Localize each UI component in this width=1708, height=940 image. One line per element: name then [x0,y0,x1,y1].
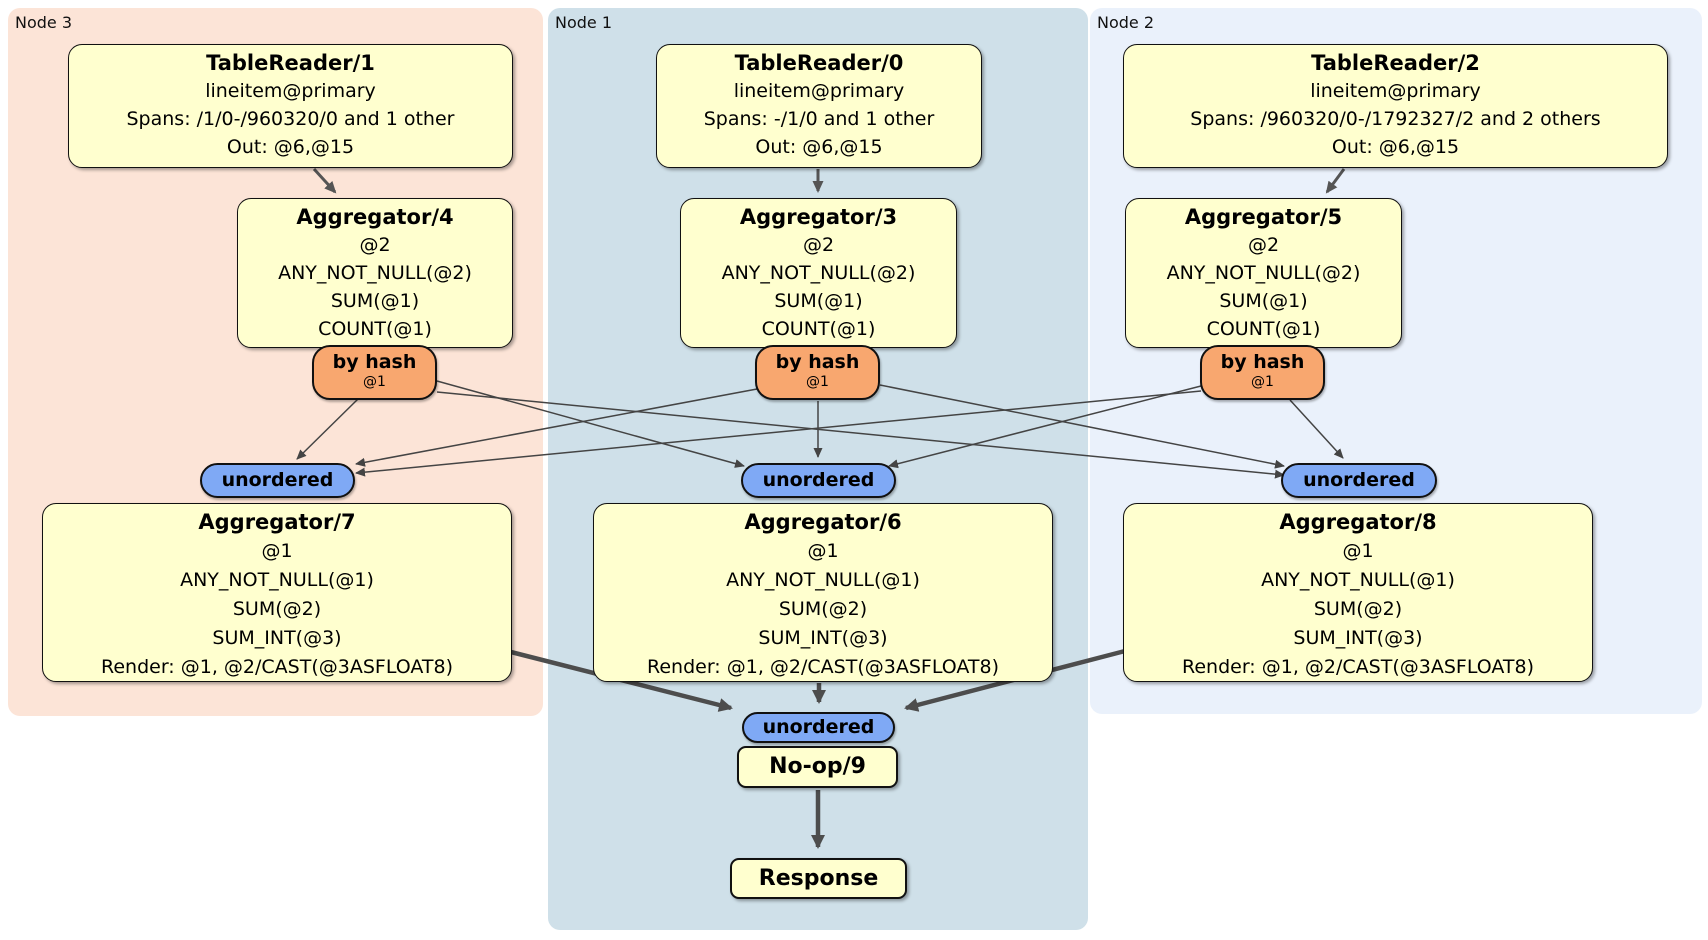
processor-detail: Out: @6,@15 [226,136,355,158]
processor-title: No-op/9 [769,754,866,779]
processor-aggregator-4: Aggregator/4 @2 ANY_NOT_NULL(@2) SUM(@1)… [237,198,513,348]
processor-detail: lineitem@primary [205,80,376,102]
processor-title: Aggregator/6 [744,510,902,534]
sync-label: unordered [221,469,334,491]
processor-tablereader-0: TableReader/0 lineitem@primary Spans: -/… [656,44,982,168]
processor-title: Response [758,866,879,891]
response-box: Response [730,858,907,899]
router-byhash-node1: by hash @1 [755,345,880,400]
processor-detail: Render: @1, @2/CAST(@3ASFLOAT8) [101,656,453,678]
sync-unordered-node3: unordered [200,463,355,498]
processor-title: TableReader/2 [1311,51,1480,75]
node2-label: Node 2 [1097,13,1155,32]
processor-detail: ANY_NOT_NULL(@2) [1166,262,1361,284]
sync-unordered-node1: unordered [741,463,896,498]
processor-aggregator-6: Aggregator/6 @1 ANY_NOT_NULL(@1) SUM(@2)… [593,503,1053,682]
processor-detail: ANY_NOT_NULL(@1) [726,569,920,591]
processor-detail: Out: @6,@15 [755,136,883,158]
processor-detail: Out: @6,@15 [1331,136,1460,158]
sync-label: unordered [1303,469,1415,491]
processor-title: TableReader/0 [734,51,904,75]
router-key: @1 [363,374,386,390]
processor-detail: ANY_NOT_NULL(@2) [721,262,916,284]
processor-detail: COUNT(@1) [1206,318,1321,340]
processor-detail: @1 [1342,540,1374,562]
processor-detail: @2 [359,234,391,256]
processor-aggregator-8: Aggregator/8 @1 ANY_NOT_NULL(@1) SUM(@2)… [1123,503,1593,682]
processor-aggregator-7: Aggregator/7 @1 ANY_NOT_NULL(@1) SUM(@2)… [42,503,512,682]
processor-title: Aggregator/3 [739,205,898,229]
processor-detail: @2 [1247,234,1280,256]
processor-detail: @2 [802,234,835,256]
router-byhash-node3: by hash @1 [312,345,437,400]
processor-detail: SUM(@2) [1313,598,1403,620]
processor-detail: Render: @1, @2/CAST(@3ASFLOAT8) [1182,656,1534,678]
processor-tablereader-2: TableReader/2 lineitem@primary Spans: /9… [1123,44,1668,168]
router-key: @1 [806,374,829,390]
node1-label: Node 1 [555,13,613,32]
processor-detail: @1 [261,540,293,562]
sync-label: unordered [762,469,875,491]
processor-detail: SUM(@1) [330,290,420,312]
processor-detail: SUM_INT(@3) [212,627,342,649]
router-label: by hash [332,351,417,373]
processor-detail: Spans: /1/0-/960320/0 and 1 other [126,108,455,130]
processor-detail: COUNT(@1) [761,318,876,340]
processor-title: Aggregator/5 [1184,205,1343,229]
router-label: by hash [775,351,860,373]
processor-detail: SUM(@1) [774,290,863,312]
router-label: by hash [1220,351,1305,373]
processor-detail: lineitem@primary [1310,80,1481,102]
processor-detail: SUM(@1) [1219,290,1308,312]
processor-detail: SUM_INT(@3) [1293,627,1423,649]
processor-noop-9: No-op/9 [737,746,898,788]
node3-label: Node 3 [15,13,73,32]
processor-detail: Render: @1, @2/CAST(@3ASFLOAT8) [647,656,999,678]
processor-title: Aggregator/7 [198,510,356,534]
processor-detail: ANY_NOT_NULL(@1) [1261,569,1455,591]
router-byhash-node2: by hash @1 [1200,345,1325,400]
sync-label: unordered [762,716,875,738]
processor-detail: SUM(@2) [232,598,322,620]
processor-detail: COUNT(@1) [318,318,432,340]
processor-detail: ANY_NOT_NULL(@1) [180,569,374,591]
sync-unordered-final: unordered [742,712,895,743]
processor-tablereader-1: TableReader/1 lineitem@primary Spans: /1… [68,44,513,168]
processor-detail: Spans: -/1/0 and 1 other [703,108,935,130]
processor-detail: ANY_NOT_NULL(@2) [278,262,472,284]
processor-title: TableReader/1 [206,51,375,75]
processor-detail: SUM(@2) [778,598,868,620]
processor-aggregator-3: Aggregator/3 @2 ANY_NOT_NULL(@2) SUM(@1)… [680,198,957,348]
router-key: @1 [1251,374,1274,390]
processor-detail: @1 [807,540,839,562]
processor-detail: SUM_INT(@3) [758,627,888,649]
sync-unordered-node2: unordered [1281,463,1437,498]
processor-detail: Spans: /960320/0-/1792327/2 and 2 others [1190,108,1601,130]
processor-detail: lineitem@primary [733,80,905,102]
processor-title: Aggregator/4 [296,205,454,229]
processor-aggregator-5: Aggregator/5 @2 ANY_NOT_NULL(@2) SUM(@1)… [1125,198,1402,348]
processor-title: Aggregator/8 [1279,510,1437,534]
